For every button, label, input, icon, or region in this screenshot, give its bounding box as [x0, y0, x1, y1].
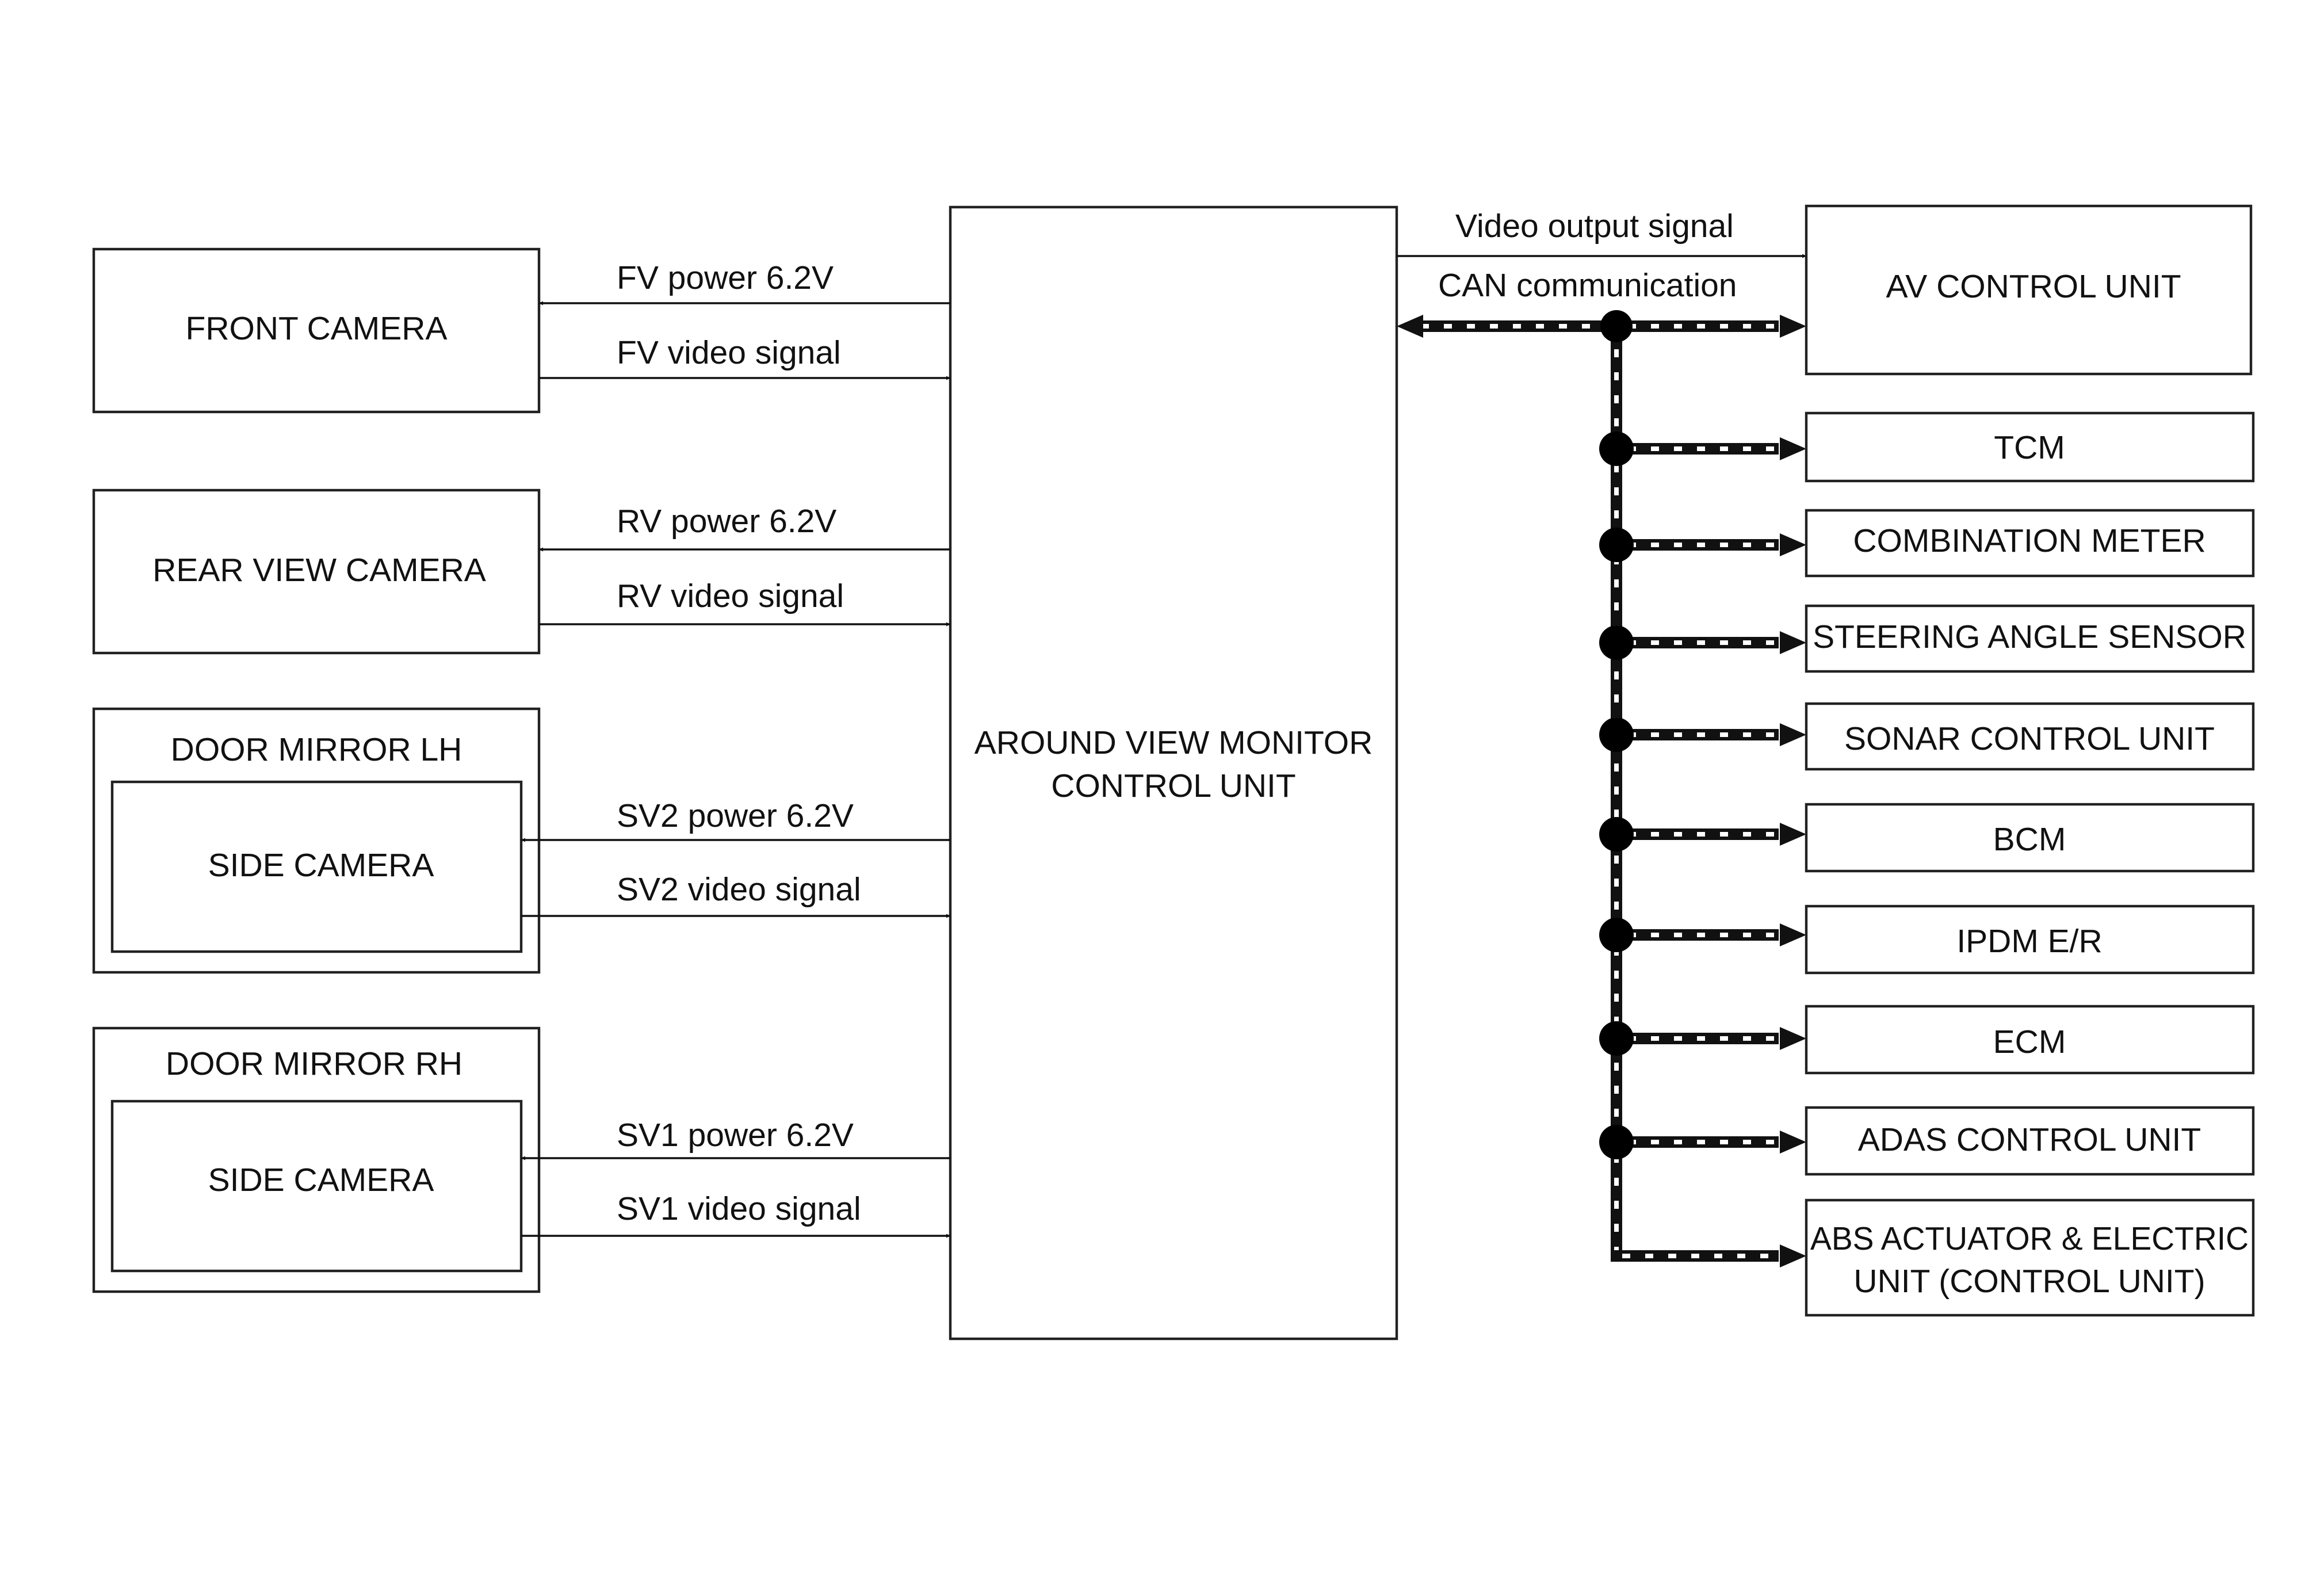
combination-meter-label: COMBINATION METER	[1853, 522, 2205, 559]
tcm-label: TCM	[1994, 429, 2065, 466]
sv1-video-label: SV1 video signal	[617, 1190, 861, 1227]
fv-power-label: FV power 6.2V	[617, 259, 834, 296]
can-branch-adas	[1616, 1131, 1806, 1154]
can-communication-label: CAN communication	[1438, 267, 1737, 304]
steering-angle-sensor-box	[1805, 604, 2255, 673]
ipdm-er-box	[1805, 904, 2255, 975]
abs-actuator-label-line1: ABS ACTUATOR & ELECTRIC	[1810, 1220, 2249, 1257]
adas-control-unit-label: ADAS CONTROL UNIT	[1858, 1121, 2201, 1158]
around-view-monitor-control-unit-box	[949, 205, 1398, 1341]
av-control-unit-box	[1805, 204, 2253, 376]
can-bus-main	[1397, 315, 1806, 338]
abs-actuator-box	[1805, 1198, 2255, 1317]
can-branch-abs	[1611, 1244, 1806, 1267]
can-branch-steering-angle-sensor	[1616, 631, 1806, 654]
sonar-control-unit-label: SONAR CONTROL UNIT	[1844, 720, 2215, 757]
side-camera-rh-label: SIDE CAMERA	[208, 1162, 434, 1198]
abs-actuator-label-line2: UNIT (CONTROL UNIT)	[1853, 1263, 2205, 1300]
can-branch-combination-meter	[1616, 533, 1806, 556]
rear-view-camera-box	[92, 488, 541, 655]
adas-control-unit-box	[1805, 1106, 2255, 1176]
can-branch-ecm	[1616, 1027, 1806, 1050]
rear-view-camera-label: REAR VIEW CAMERA	[152, 552, 486, 589]
sonar-control-unit-box	[1805, 702, 2255, 771]
door-mirror-lh-label: DOOR MIRROR LH	[171, 731, 462, 768]
side-camera-lh-label: SIDE CAMERA	[208, 847, 434, 884]
can-branch-sonar	[1616, 723, 1806, 746]
rv-video-label: RV video signal	[617, 578, 844, 614]
around-view-monitor-label-line1: AROUND VIEW MONITOR	[974, 724, 1373, 761]
video-output-label: Video output signal	[1455, 208, 1734, 245]
can-branch-tcm	[1616, 437, 1806, 460]
sv2-video-label: SV2 video signal	[617, 871, 861, 908]
can-branch-ipdm	[1616, 923, 1806, 946]
steering-angle-sensor-label: STEERING ANGLE SENSOR	[1813, 618, 2246, 655]
sv1-power-label: SV1 power 6.2V	[617, 1117, 854, 1154]
ipdm-er-label: IPDM E/R	[1956, 923, 2102, 960]
around-view-monitor-label-line2: CONTROL UNIT	[1051, 768, 1295, 804]
bcm-label: BCM	[1993, 821, 2066, 858]
front-camera-label: FRONT CAMERA	[186, 310, 448, 347]
av-control-unit-label: AV CONTROL UNIT	[1886, 268, 2181, 305]
front-camera-box	[92, 247, 541, 414]
side-camera-rh-box	[110, 1099, 523, 1273]
ecm-box	[1805, 1005, 2255, 1075]
bcm-box	[1805, 803, 2255, 873]
tcm-box	[1805, 411, 2255, 483]
rv-power-label: RV power 6.2V	[617, 503, 836, 540]
combination-meter-box	[1805, 509, 2255, 578]
can-junction-dots	[1599, 310, 1634, 1159]
side-camera-lh-box	[110, 780, 523, 953]
can-branch-bcm	[1616, 823, 1806, 846]
sv2-power-label: SV2 power 6.2V	[617, 797, 854, 834]
door-mirror-rh-label: DOOR MIRROR RH	[166, 1045, 462, 1082]
fv-video-label: FV video signal	[617, 334, 841, 371]
ecm-label: ECM	[1993, 1024, 2066, 1060]
